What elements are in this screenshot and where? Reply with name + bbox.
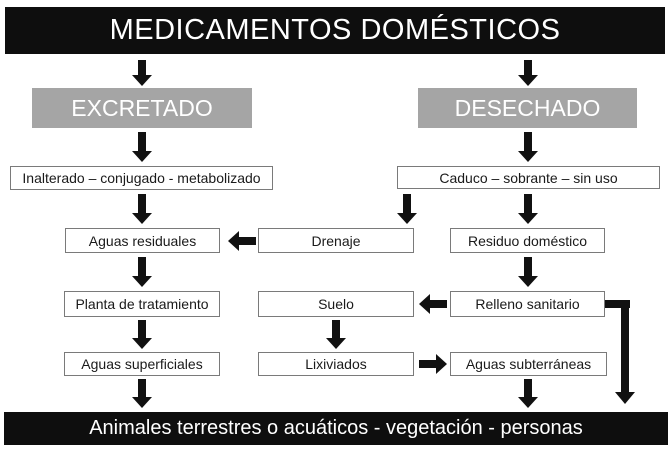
connector-arrow-suelo-to-lixiviados-icon xyxy=(326,320,346,349)
connector-arrow-aguas-subterraneas-to-footer-icon xyxy=(518,379,538,408)
connector-arrow-inalterado-to-aguas-residuales-icon xyxy=(132,194,152,224)
connector-elbow-relleno-to-footer-arrowhead-icon xyxy=(615,392,635,404)
connector-arrow-title-to-excretado-icon xyxy=(132,60,152,86)
node-aguas-superficiales: Aguas superficiales xyxy=(64,352,220,376)
node-drenaje: Drenaje xyxy=(258,228,414,253)
node-lixiviados: Lixiviados xyxy=(258,352,414,376)
connector-arrow-aguas-superficiales-to-footer-icon xyxy=(132,379,152,408)
node-inalterado-conjugado-metabolizado: Inalterado – conjugado - metabolizado xyxy=(10,166,273,190)
branch-desechado: DESECHADO xyxy=(418,88,637,128)
connector-arrow-relleno-to-suelo-icon xyxy=(419,294,447,314)
node-relleno-sanitario: Relleno sanitario xyxy=(450,291,605,317)
node-suelo: Suelo xyxy=(258,291,414,317)
connector-elbow-relleno-to-footer-horizontal xyxy=(605,300,630,308)
connector-arrow-residuo-to-relleno-icon xyxy=(518,257,538,287)
connector-arrow-title-to-desechado-icon xyxy=(518,60,538,86)
node-planta-de-tratamiento: Planta de tratamiento xyxy=(64,291,220,317)
connector-arrow-aguas-residuales-to-planta-icon xyxy=(132,257,152,287)
footer-banner: Animales terrestres o acuáticos - vegeta… xyxy=(4,412,668,445)
connector-arrow-caduco-to-drenaje-icon xyxy=(397,194,417,224)
connector-arrow-drenaje-to-aguas-residuales-icon xyxy=(228,231,256,251)
node-residuo-domestico: Residuo doméstico xyxy=(450,228,605,253)
connector-arrow-excretado-to-inalterado-icon xyxy=(132,132,152,162)
connector-arrow-planta-to-aguas-superficiales-icon xyxy=(132,320,152,349)
node-aguas-residuales: Aguas residuales xyxy=(65,228,220,253)
connector-arrow-desechado-to-caduco-icon xyxy=(518,132,538,162)
node-aguas-subterraneas: Aguas subterráneas xyxy=(450,352,607,376)
connector-elbow-relleno-to-footer-vertical xyxy=(621,300,629,393)
connector-arrow-lixiviados-to-subterraneas-icon xyxy=(419,354,447,374)
title-banner: MEDICAMENTOS DOMÉSTICOS xyxy=(5,7,665,54)
connector-arrow-caduco-to-residuo-domestico-icon xyxy=(518,194,538,224)
node-caduco-sobrante-sin-uso: Caduco – sobrante – sin uso xyxy=(397,166,660,189)
branch-excretado: EXCRETADO xyxy=(32,88,252,128)
